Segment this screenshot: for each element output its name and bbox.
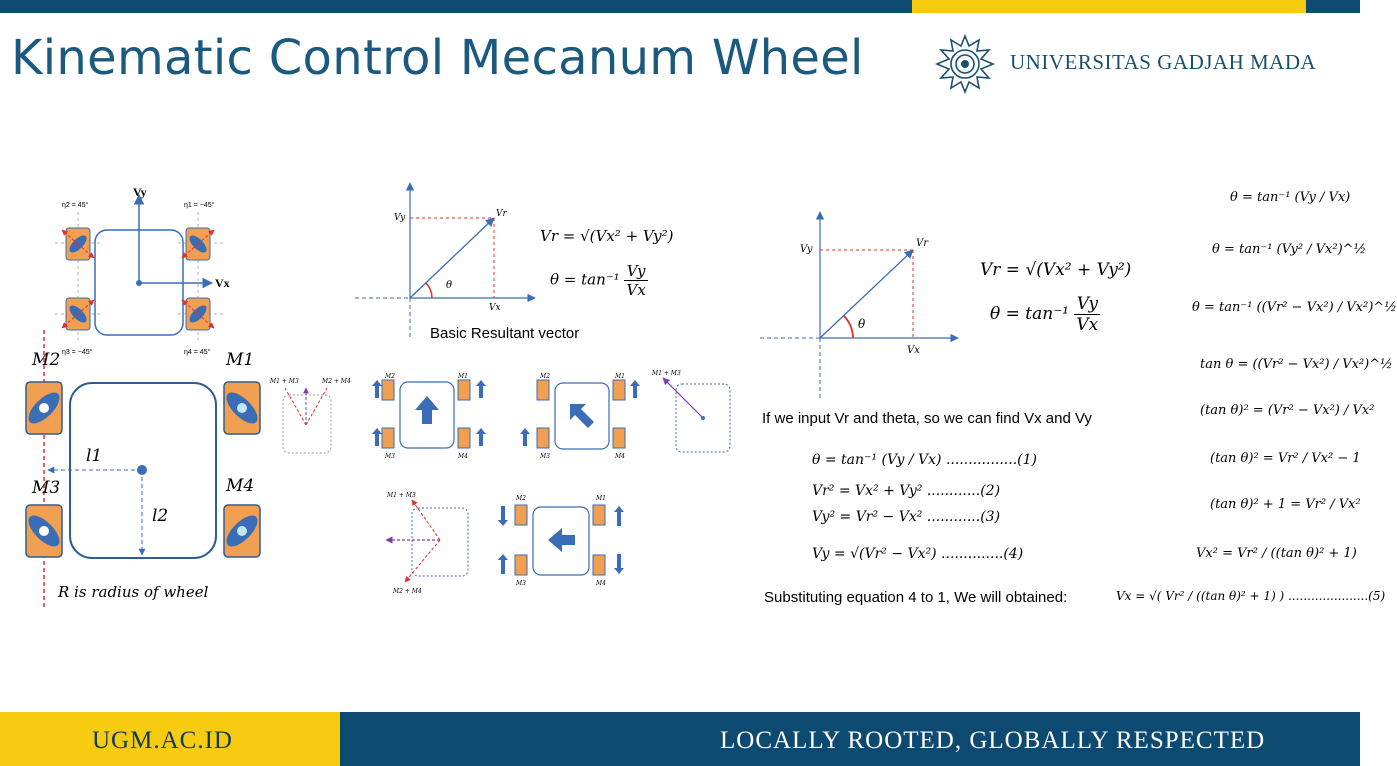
basic-vector-diagram — [355, 182, 536, 340]
eta2-label: η2 = 45° — [62, 202, 89, 209]
footer-website: UGM.AC.ID — [92, 727, 233, 754]
right-vr-label: Vr — [916, 238, 929, 249]
diag-m2: M2 — [540, 373, 550, 380]
diag-m3: M3 — [540, 453, 550, 460]
right-theta-label: θ — [858, 317, 866, 331]
l1-label: l1 — [86, 446, 103, 466]
l2-label: l2 — [152, 506, 169, 526]
basic-vy-label: Vy — [394, 213, 406, 223]
m2-label: M2 — [32, 350, 61, 370]
left-m2: M2 — [516, 495, 526, 502]
step-8: Vx² = Vr² / ((tan θ)² + 1) — [1196, 546, 1357, 561]
fwd-m4: M4 — [458, 453, 468, 460]
step-4: tan θ = ((Vr² − Vx²) / Vx²)^½ — [1200, 357, 1393, 372]
basic-theta-label: θ — [446, 280, 453, 291]
small-vy-label: Vy — [133, 185, 147, 199]
footer-bar-blue — [340, 712, 1360, 766]
sum13-label-2: M1 + M3 — [652, 370, 681, 377]
step-3: θ = tan⁻¹ ((Vr² − Vx²) / Vx²)^½ — [1192, 300, 1397, 315]
fwd-m3: M3 — [385, 453, 395, 460]
left-m1: M1 — [596, 495, 606, 502]
right-vy-label: Vy — [800, 244, 813, 255]
diagram-canvas — [25, 182, 959, 610]
right-eq-vr: Vr = √(Vx² + Vy²) — [980, 260, 1132, 280]
university-seal-icon — [934, 33, 996, 95]
step-2: θ = tan⁻¹ (Vy² / Vx²)^½ — [1212, 242, 1367, 257]
motion-diagram-diagonal — [520, 377, 731, 453]
step-7: (tan θ)² + 1 = Vr² / Vx² — [1210, 497, 1361, 512]
sum24-label-1: M2 + M4 — [322, 378, 351, 385]
sum13-label-3: M1 + M3 — [387, 492, 416, 499]
wheel-m1 — [223, 381, 261, 435]
m4-label: M4 — [226, 476, 255, 496]
basic-vx-label: Vx — [489, 303, 501, 313]
equation-2: Vr² = Vx² + Vy² ............(2) — [812, 483, 1001, 499]
basic-vr-label: Vr — [496, 209, 507, 219]
motion-diagram-left-sum — [385, 499, 469, 583]
eta1-label: η1 = −45° — [184, 202, 215, 209]
diag-m4: M4 — [615, 453, 625, 460]
basic-vector-caption: Basic Resultant vector — [430, 325, 580, 342]
step-1: θ = tan⁻¹ (Vy / Vx) — [1230, 190, 1351, 205]
equation-5: Vx = √( Vr² / ((tan θ)² + 1) ) .........… — [1116, 589, 1386, 603]
robot-small-diagram — [55, 193, 225, 340]
right-vector-diagram — [760, 211, 959, 398]
university-name: UNIVERSITAS GADJAH MADA — [1010, 50, 1317, 74]
eta3-label: η3 = −45° — [62, 349, 93, 356]
right-vx-label: Vx — [907, 345, 920, 356]
sum13-label-1: M1 + M3 — [270, 378, 299, 385]
fwd-m2: M2 — [385, 373, 395, 380]
equation-3: Vy² = Vr² − Vx² ............(3) — [812, 509, 1001, 525]
step-6: (tan θ)² = Vr² / Vx² − 1 — [1210, 451, 1361, 466]
top-bar-yellow — [912, 0, 1306, 13]
motion-diagram-forward — [372, 379, 486, 449]
step-5: (tan θ)² = (Vr² − Vx²) / Vx² — [1200, 403, 1375, 418]
derivation-intro: If we input Vr and theta, so we can find… — [762, 410, 1092, 427]
sum24-label-3: M2 + M4 — [393, 588, 422, 595]
wheel-radius-caption: R is radius of wheel — [58, 583, 209, 601]
motion-diagram-left — [498, 504, 624, 576]
fwd-m1: M1 — [458, 373, 468, 380]
wheel-m3 — [25, 504, 63, 558]
m1-label: M1 — [226, 350, 255, 370]
wheel-m2 — [25, 381, 63, 435]
m3-label: M3 — [32, 478, 61, 498]
eta4-label: η4 = 45° — [184, 349, 211, 356]
equation-4: Vy = √(Vr² − Vx²) ..............(4) — [812, 546, 1024, 562]
footer-slogan: LOCALLY ROOTED, GLOBALLY RESPECTED — [720, 727, 1266, 754]
basic-eq-vr: Vr = √(Vx² + Vy²) — [540, 227, 674, 245]
substitute-text: Substituting equation 4 to 1, We will ob… — [764, 589, 1068, 606]
motion-diagram-1 — [282, 387, 332, 454]
left-m3: M3 — [516, 580, 526, 587]
footer-bar-yellow — [0, 712, 340, 766]
robot-large-diagram — [25, 330, 261, 610]
wheel-m4 — [223, 504, 261, 558]
slide-title: Kinematic Control Mecanum Wheel — [11, 30, 864, 86]
left-m4: M4 — [596, 580, 606, 587]
equation-1: θ = tan⁻¹ (Vy / Vx) ................(1) — [812, 452, 1037, 468]
diag-m1: M1 — [615, 373, 625, 380]
small-vx-label: Vx — [215, 276, 230, 290]
